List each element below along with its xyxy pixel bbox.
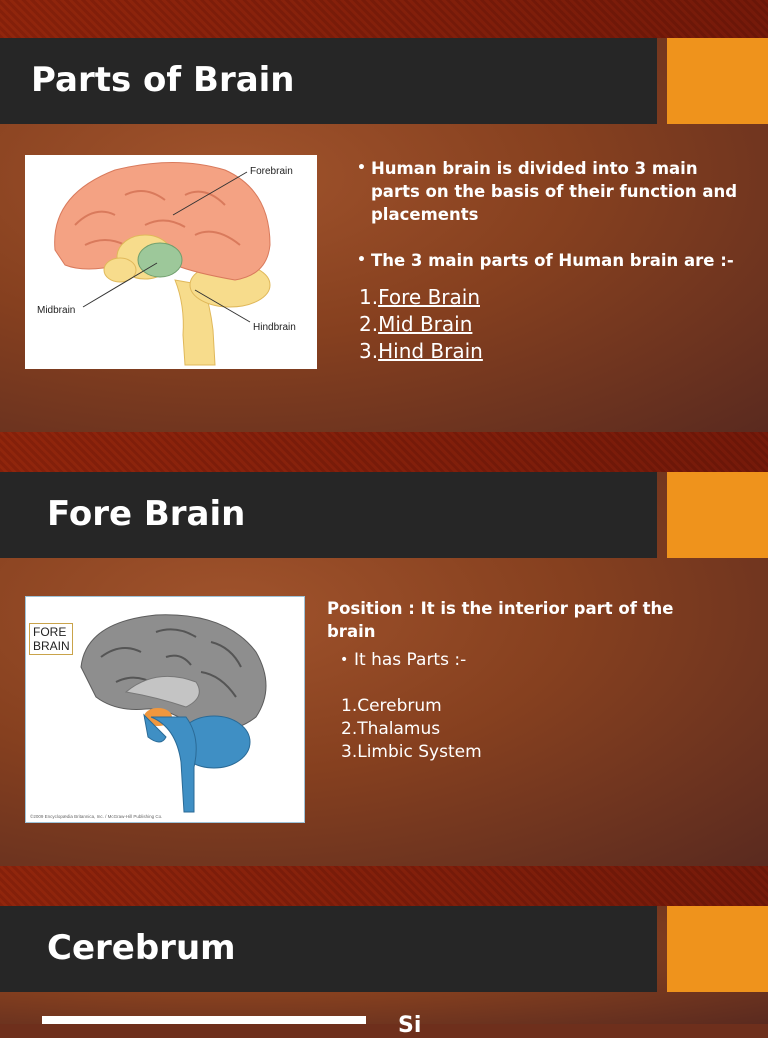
label-hindbrain: Hindbrain bbox=[253, 322, 296, 333]
list-item: 1.Fore Brain bbox=[359, 284, 483, 311]
list-item: 3.Limbic System bbox=[341, 742, 482, 762]
forebrain-parts-list: 1.Cerebrum 2.Thalamus 3.Limbic System bbox=[341, 695, 482, 764]
list-item: 2.Thalamus bbox=[341, 719, 441, 739]
background-band bbox=[0, 0, 768, 38]
bullet-item: • The 3 main parts of Human brain are :- bbox=[357, 249, 741, 272]
link-fore-brain[interactable]: Fore Brain bbox=[378, 285, 480, 309]
bullet-item: • It has Parts :- bbox=[340, 649, 467, 672]
forebrain-label: FORE BRAIN bbox=[29, 623, 73, 655]
list-number: 2. bbox=[359, 312, 379, 336]
bullet-item: • Human brain is divided into 3 main par… bbox=[357, 157, 741, 226]
title-bar: Cerebrum bbox=[0, 906, 657, 992]
cerebrum-image bbox=[42, 1016, 366, 1024]
forebrain-image: ©2009 Encyclopædia Britannica, Inc. / Mc… bbox=[25, 596, 305, 823]
label-text: FORE BRAIN bbox=[33, 625, 70, 653]
link-mid-brain[interactable]: Mid Brain bbox=[378, 312, 473, 336]
bullet-text: It has Parts :- bbox=[354, 650, 467, 670]
brain-diagram-image: Forebrain Midbrain Hindbrain bbox=[25, 155, 317, 369]
bullet-text: Human brain is divided into 3 main parts… bbox=[371, 159, 738, 224]
list-number: 1. bbox=[359, 285, 379, 309]
link-hind-brain[interactable]: Hind Brain bbox=[378, 339, 483, 363]
slide-fore-brain: Fore Brain ©2009 Encyclopædia Britannica… bbox=[0, 472, 768, 866]
bullet-dot-icon: • bbox=[357, 160, 366, 176]
list-item: 3.Hind Brain bbox=[359, 338, 483, 365]
bullet-dot-icon: • bbox=[340, 652, 349, 668]
image-caption: ©2009 Encyclopædia Britannica, Inc. / Mc… bbox=[30, 813, 162, 819]
partial-text: Si bbox=[398, 1013, 422, 1038]
slide-title: Fore Brain bbox=[47, 494, 246, 534]
label-midbrain: Midbrain bbox=[37, 305, 75, 316]
slide-title: Parts of Brain bbox=[31, 60, 295, 100]
list-item: 1.Cerebrum bbox=[341, 696, 442, 716]
background-band bbox=[0, 432, 768, 472]
bullet-text: The 3 main parts of Human brain are :- bbox=[371, 251, 734, 270]
accent-block bbox=[667, 906, 768, 992]
slide-cerebrum: Cerebrum Si bbox=[0, 906, 768, 1037]
bullet-dot-icon: • bbox=[357, 252, 366, 268]
list-number: 3. bbox=[359, 339, 379, 363]
title-bar: Parts of Brain bbox=[0, 38, 657, 124]
slide-title: Cerebrum bbox=[47, 928, 236, 968]
slide-parts-of-brain: Parts of Brain Forebrain Midbrain Hindbr… bbox=[0, 38, 768, 432]
background-band bbox=[0, 866, 768, 906]
accent-block bbox=[667, 38, 768, 124]
position-text: Position : It is the interior part of th… bbox=[327, 599, 674, 641]
accent-block bbox=[667, 472, 768, 558]
parts-list: 1.Fore Brain 2.Mid Brain 3.Hind Brain bbox=[359, 284, 483, 365]
title-bar: Fore Brain bbox=[0, 472, 657, 558]
label-forebrain: Forebrain bbox=[250, 166, 293, 177]
list-item: 2.Mid Brain bbox=[359, 311, 483, 338]
